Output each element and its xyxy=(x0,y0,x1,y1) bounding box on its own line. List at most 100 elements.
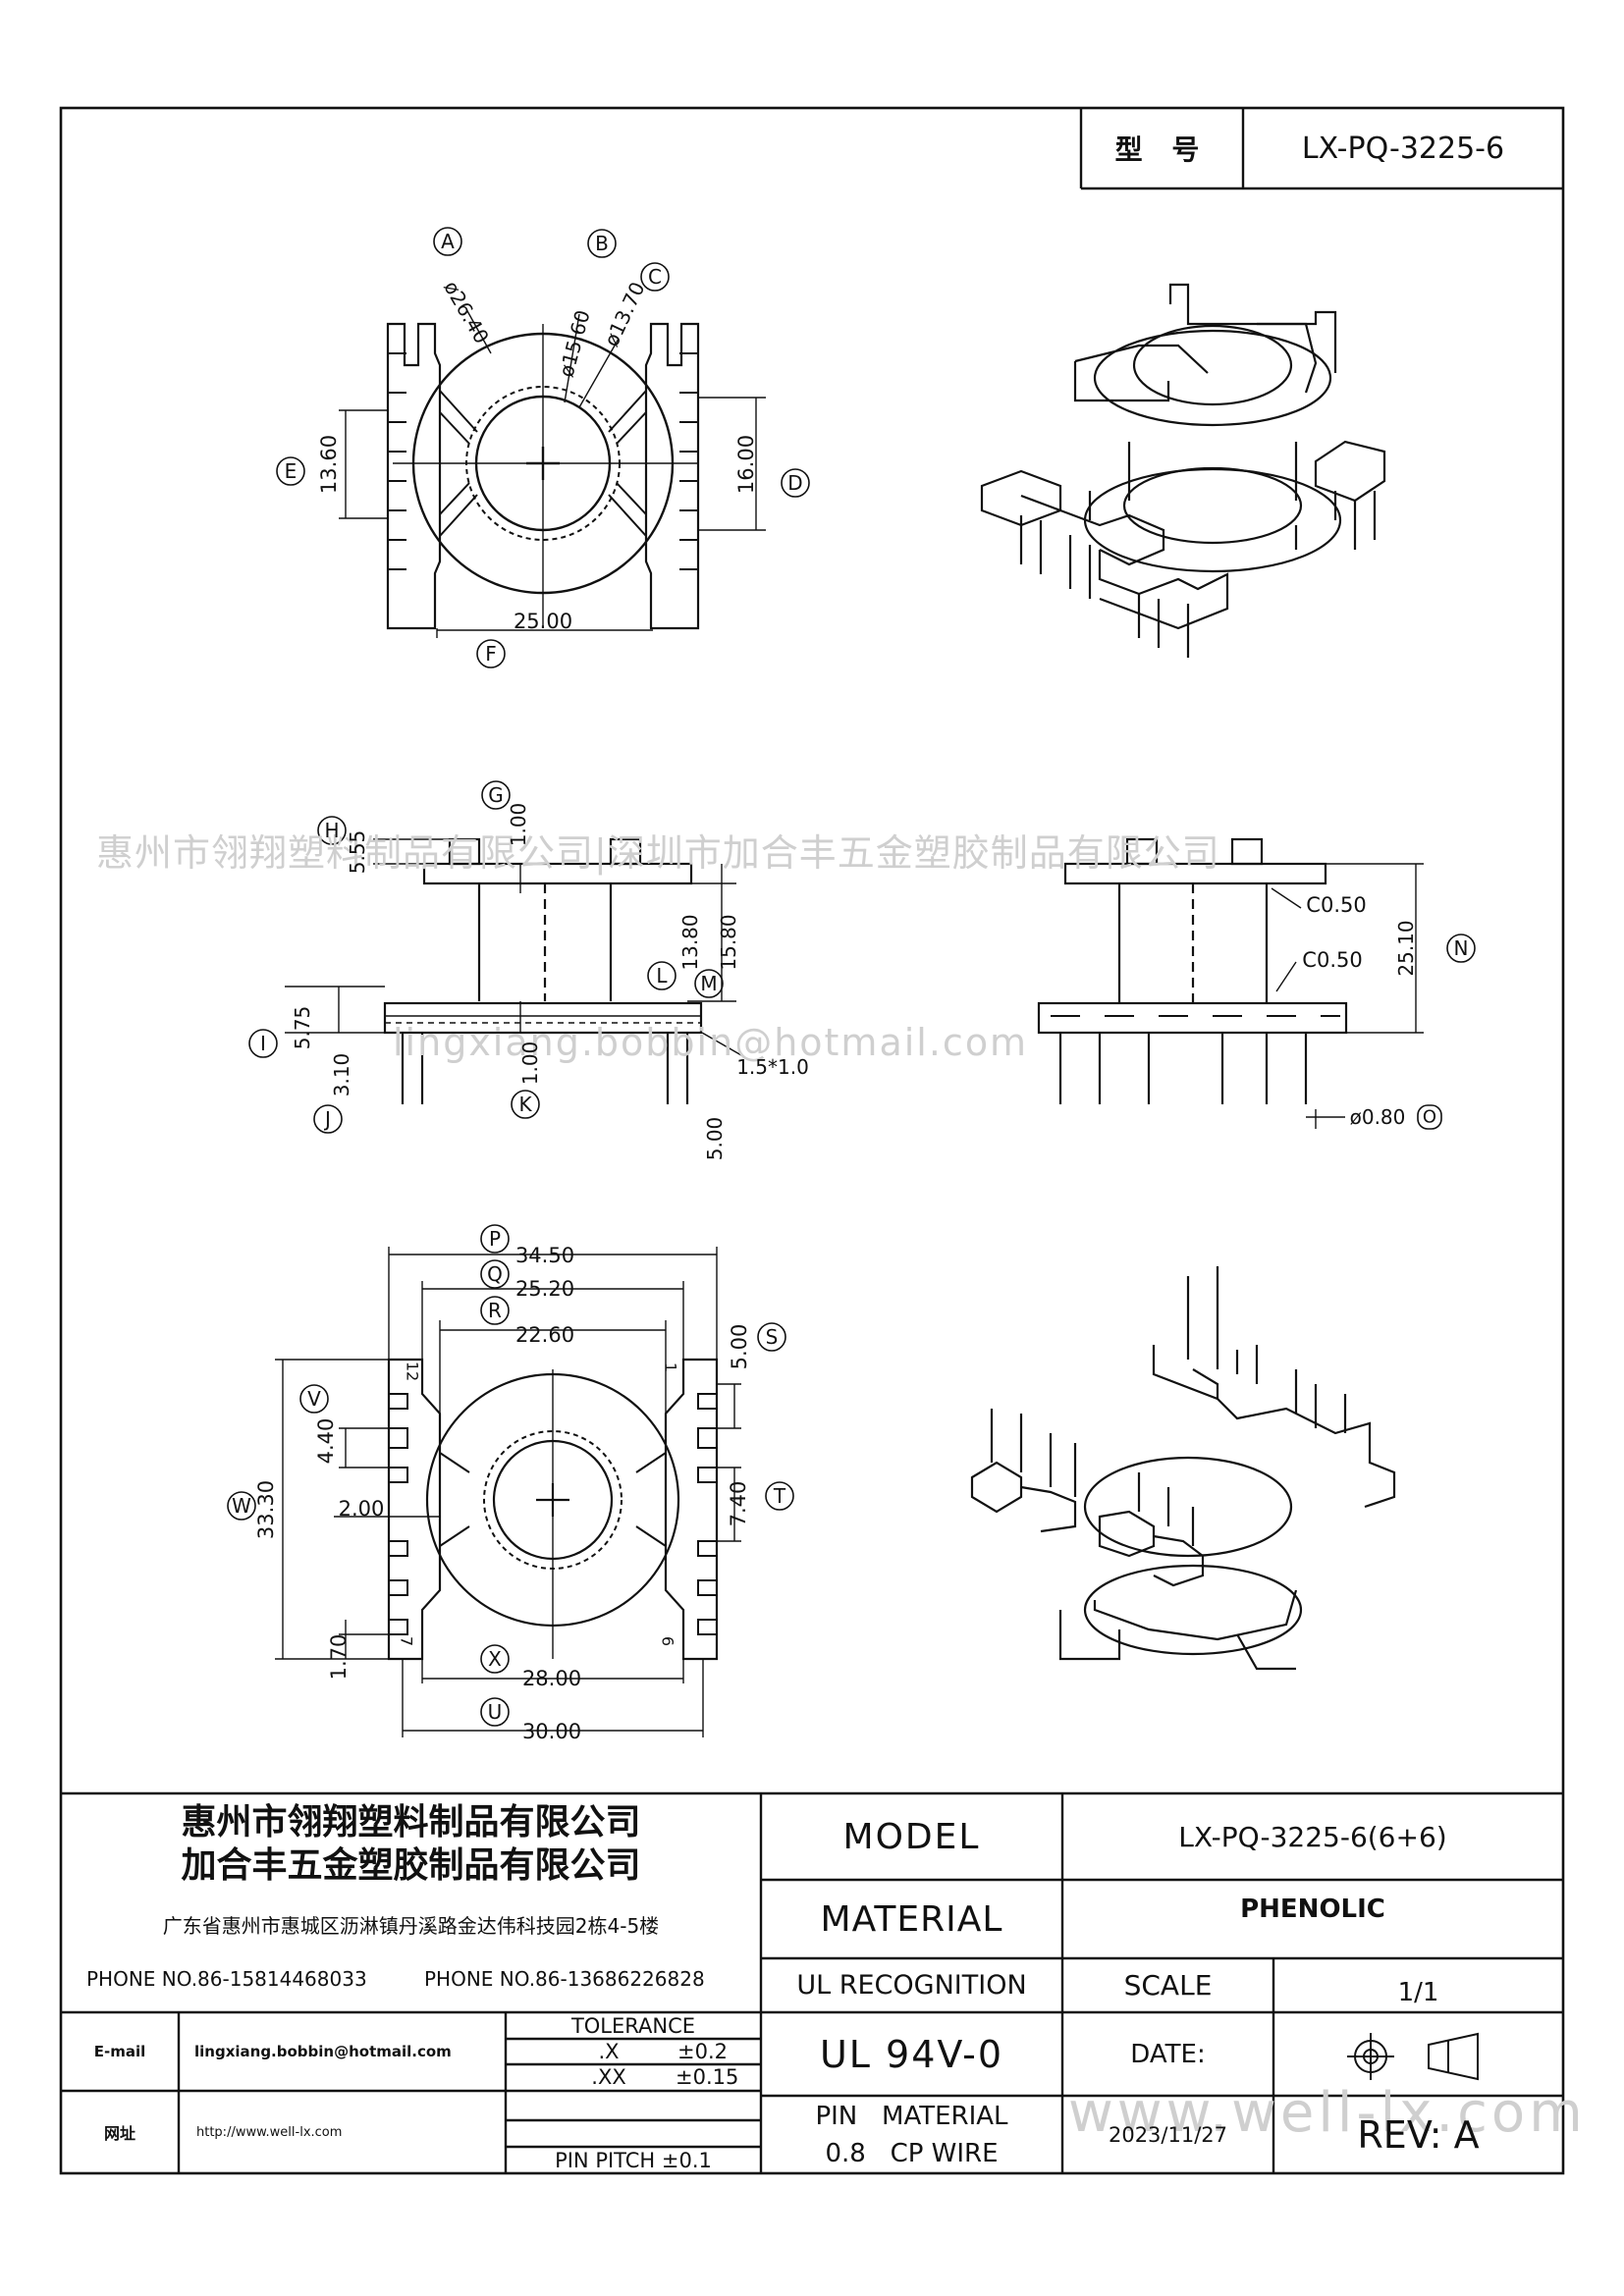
dim-pin-length: 5.00 xyxy=(703,1116,727,1161)
dim-pin-diameter: ø0.80 xyxy=(1349,1105,1406,1129)
callout-E xyxy=(276,456,305,486)
callout-K xyxy=(511,1090,540,1119)
callout-T xyxy=(765,1481,794,1511)
tolerance-xx: .XX xyxy=(591,2065,626,2089)
email-label: E-mail xyxy=(93,2043,146,2060)
header-model-label: 型 号 xyxy=(1114,133,1210,166)
dim-chamfer-bottom: C0.50 xyxy=(1302,948,1363,972)
pin-mark-7: 7 xyxy=(397,1635,416,1647)
callout-O xyxy=(1417,1104,1442,1130)
dim-r: 22.60 xyxy=(514,1323,575,1347)
callout-R-label: R xyxy=(488,1299,502,1322)
pin-mark-6: 6 xyxy=(658,1635,677,1647)
scale-value: 1/1 xyxy=(1397,1978,1439,2007)
callout-I-label: I xyxy=(260,1032,266,1055)
callout-A xyxy=(433,227,462,256)
phone-1: PHONE NO.86-15814468033 xyxy=(86,1967,367,1991)
date-label: DATE: xyxy=(1130,2039,1206,2069)
callout-U xyxy=(480,1697,510,1727)
callout-Q-label: Q xyxy=(487,1262,503,1286)
header-model-value: LX-PQ-3225-6 xyxy=(1301,131,1505,166)
callout-O-label: O xyxy=(1422,1106,1437,1128)
tolerance-label: TOLERANCE xyxy=(570,2013,696,2038)
iso-view-top xyxy=(980,283,1386,658)
dim-t: 7.40 xyxy=(727,1480,750,1527)
callout-P-label: P xyxy=(488,1227,502,1251)
dim-x: 28.00 xyxy=(521,1667,582,1690)
top-view xyxy=(276,227,810,668)
revision: REV: A xyxy=(1357,2112,1480,2157)
front-view xyxy=(1037,837,1476,1130)
website-label: 网址 xyxy=(103,2124,135,2143)
callout-G xyxy=(481,780,511,810)
dim-w: 33.30 xyxy=(254,1479,278,1540)
callout-M xyxy=(694,969,724,998)
pin-mark-12: 12 xyxy=(403,1361,422,1382)
callout-S xyxy=(757,1322,786,1352)
callout-D-label: D xyxy=(787,471,803,495)
bottom-view xyxy=(227,1224,794,1737)
callout-H-label: H xyxy=(324,819,340,842)
dim-v: 4.40 xyxy=(314,1417,338,1465)
material-value: PHENOLIC xyxy=(1240,1895,1385,1924)
pin-mark-1: 1 xyxy=(661,1362,680,1373)
pin-material-value: 0.8 CP WIRE xyxy=(825,2139,999,2168)
scale-label: SCALE xyxy=(1123,1969,1213,2002)
company-name-2: 加合丰五金塑胶制品有限公司 xyxy=(181,1844,641,1885)
header-model-box xyxy=(1079,108,1563,190)
dim-p: 34.50 xyxy=(514,1244,575,1267)
dim-q: 25.20 xyxy=(514,1277,575,1301)
email-value: lingxiang.bobbin@hotmail.com xyxy=(194,2043,452,2060)
callout-F xyxy=(476,639,506,668)
callout-U-label: U xyxy=(487,1700,503,1724)
tolerance-x: .X xyxy=(598,2040,620,2063)
callout-K-label: K xyxy=(518,1093,532,1116)
dim-u: 30.00 xyxy=(521,1720,582,1743)
ul-value: UL 94V-0 xyxy=(819,2032,1004,2076)
dim-total-height-front: 25.10 xyxy=(1394,920,1418,977)
callout-X-label: X xyxy=(488,1647,502,1671)
callout-C xyxy=(640,262,670,292)
sheet-border xyxy=(59,106,1565,2175)
dim-bottom-flange: 1.00 xyxy=(518,1041,542,1086)
iso-view-bottom xyxy=(970,1266,1396,1671)
dim-gap: 2.00 xyxy=(338,1497,385,1521)
title-block-grid xyxy=(61,1791,1563,2173)
callout-W-label: W xyxy=(232,1494,251,1518)
callout-I xyxy=(248,1029,278,1058)
callout-T-label: T xyxy=(773,1484,786,1508)
ul-recognition-label: UL RECOGNITION xyxy=(796,1970,1027,2001)
callout-E-label: E xyxy=(284,459,298,483)
callout-M-label: M xyxy=(700,972,718,995)
callout-S-label: S xyxy=(765,1325,779,1349)
dim-s: 5.00 xyxy=(728,1323,751,1370)
model-value: LX-PQ-3225-6(6+6) xyxy=(1178,1820,1447,1853)
dim-edge: 1.70 xyxy=(327,1633,351,1681)
callout-N-label: N xyxy=(1453,936,1469,960)
company-name-1: 惠州市翎翔塑料制品有限公司 xyxy=(181,1801,641,1842)
dim-total-height: 15.80 xyxy=(717,914,740,971)
dim-base-height: 5.75 xyxy=(291,1005,314,1050)
dim-height-left: 13.60 xyxy=(317,434,341,495)
callout-H xyxy=(317,816,347,845)
dim-base-low: 3.10 xyxy=(330,1052,353,1097)
callout-F-label: F xyxy=(485,642,497,666)
dim-h: 5.55 xyxy=(346,829,369,875)
phone-2: PHONE NO.86-13686226828 xyxy=(424,1967,705,1991)
callout-L xyxy=(647,961,677,990)
callout-P xyxy=(480,1224,510,1254)
dim-chamfer-top: C0.50 xyxy=(1306,893,1367,917)
side-view xyxy=(248,780,742,1134)
model-label: MODEL xyxy=(842,1816,981,1857)
dim-core-height: 13.80 xyxy=(678,914,702,971)
callout-R xyxy=(480,1296,510,1325)
callout-J xyxy=(313,1104,343,1134)
callout-G-label: G xyxy=(488,783,504,807)
callout-N xyxy=(1446,934,1476,963)
tolerance-xx-value: ±0.15 xyxy=(676,2065,739,2089)
callout-V xyxy=(299,1384,329,1414)
callout-A-label: A xyxy=(441,230,455,253)
callout-V-label: V xyxy=(307,1387,321,1411)
tolerance-x-value: ±0.2 xyxy=(677,2040,728,2063)
